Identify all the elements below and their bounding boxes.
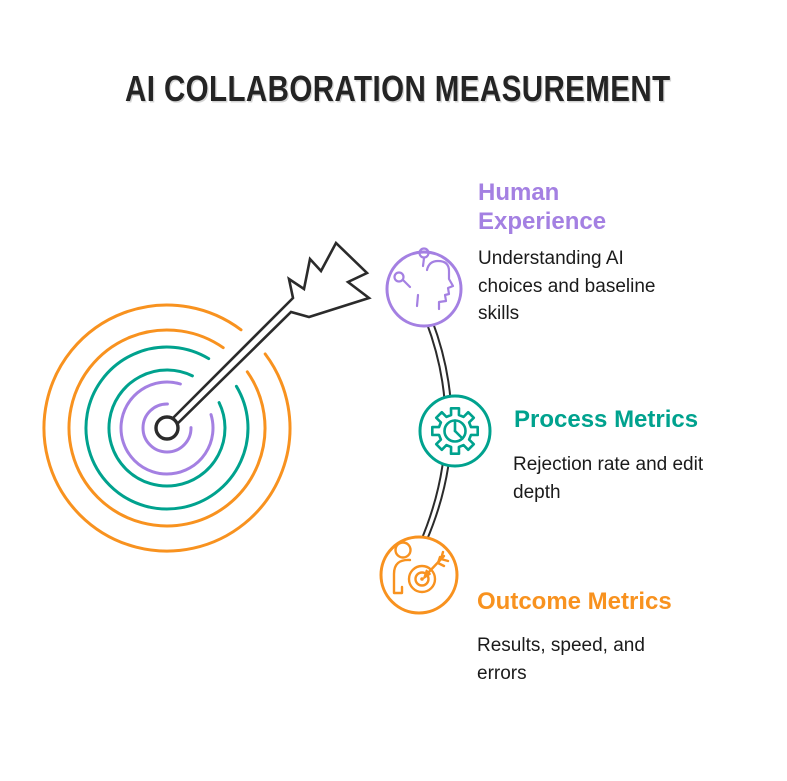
bullseye-center — [154, 415, 180, 441]
target-rings — [42, 303, 292, 553]
heading-outcome-metrics: Outcome Metrics — [477, 588, 672, 615]
target-ring — [42, 303, 292, 553]
body-human-experience: Understanding AI choices and baseline sk… — [478, 248, 656, 325]
target-ring — [141, 402, 193, 454]
badge-circle — [385, 250, 463, 328]
page-title: AI COLLABORATION MEASUREMENT — [125, 68, 671, 109]
human-experience-badge — [385, 247, 463, 328]
target-ring — [119, 380, 215, 476]
body-process-metrics: Rejection rate and edit depth — [513, 454, 704, 503]
brain-circuit-icon — [393, 247, 455, 311]
heading-process-metrics: Process Metrics — [514, 406, 699, 433]
gear-pie-icon — [431, 407, 479, 455]
target-ring — [107, 368, 227, 488]
body-outcome-metrics: Results, speed, and errors — [477, 635, 645, 684]
target-ring — [84, 345, 250, 511]
target-ring — [67, 328, 267, 528]
badge-circle — [379, 535, 459, 615]
arrow-icon — [165, 240, 372, 431]
process-metrics-badge — [418, 394, 492, 468]
person-target-icon — [392, 541, 450, 595]
outcome-metrics-badge — [379, 535, 459, 615]
heading-human-experience: Human Experience — [478, 179, 607, 235]
